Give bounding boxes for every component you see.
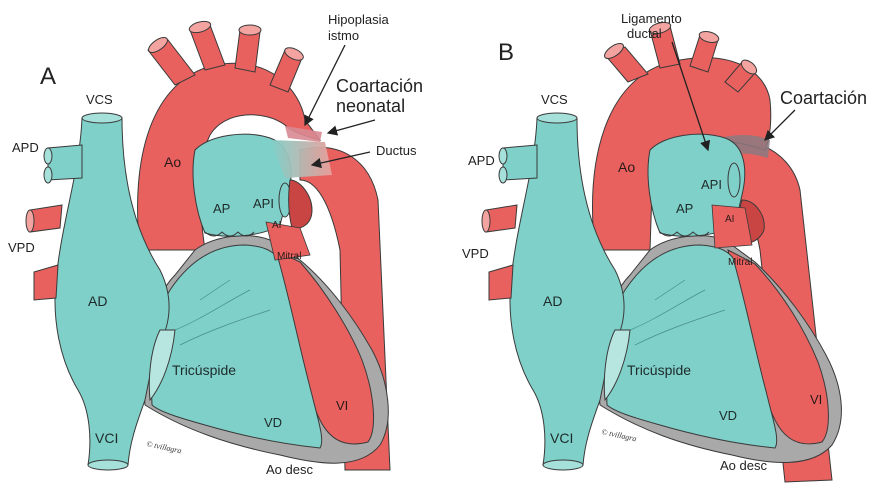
annotation-ductus: Ductus <box>376 143 417 158</box>
label-ai-a: AI <box>272 220 281 231</box>
left-subclavian-a <box>235 30 260 72</box>
panel-letter-a: A <box>40 63 56 90</box>
label-ad-b: AD <box>543 293 562 309</box>
ai-region-b <box>712 205 752 248</box>
panel-b: B VCS APD VPD AD VCI Ao API AP AI Mitral… <box>462 11 867 482</box>
label-ao-a: Ao <box>164 154 181 170</box>
annotation-ligamento-line1: Ligamento <box>621 11 682 26</box>
label-tricuspide-a: Tricúspide <box>172 362 236 378</box>
annotation-hipoplasia-line1: Hipoplasia <box>328 12 389 27</box>
label-apd-b: APD <box>468 153 495 168</box>
label-ao-desc-b: Ao desc <box>720 458 767 473</box>
label-vd-b: VD <box>719 408 737 423</box>
label-vcs-b: VCS <box>541 92 568 107</box>
signature-b: © tvillagra <box>601 427 638 443</box>
label-vci-b: VCI <box>550 430 573 446</box>
label-vcs-a: VCS <box>86 92 113 107</box>
label-vpd-a: VPD <box>8 240 35 255</box>
label-mitral-b: Mitral <box>728 257 752 268</box>
vpd-branch-low-a <box>34 265 58 300</box>
arrow-coartacion-a <box>328 120 375 133</box>
label-vd-a: VD <box>264 415 282 430</box>
label-mitral-a: Mitral <box>277 251 301 262</box>
label-api-b: API <box>701 177 722 192</box>
annotation-coartacion-b: Coartación <box>780 88 867 108</box>
label-apd-a: APD <box>12 140 39 155</box>
api-vessel-b <box>728 163 740 197</box>
svc-opening-b <box>537 113 577 123</box>
vpd-branch-a <box>30 205 62 232</box>
label-ap-a: AP <box>213 201 230 216</box>
signature-a: © tvillagra <box>146 439 183 455</box>
label-tricuspide-b: Tricúspide <box>627 362 691 378</box>
label-vci-a: VCI <box>95 430 118 446</box>
label-vpd-b: VPD <box>462 246 489 261</box>
label-ao-b: Ao <box>618 159 635 175</box>
vpd-branch-b <box>486 205 517 232</box>
left-atrium-a <box>289 180 312 228</box>
vpd-branch-low-b <box>489 265 513 300</box>
panel-letter-b: B <box>498 39 514 66</box>
label-api-a: API <box>253 196 274 211</box>
label-vi-b: VI <box>810 392 822 407</box>
label-ao-desc-a: Ao desc <box>266 462 313 477</box>
label-vi-a: VI <box>336 398 348 413</box>
annotation-hipoplasia-line2: istmo <box>328 28 359 43</box>
annotation-coartacion-line1: Coartación <box>336 76 423 96</box>
annotation-ligamento-line2: ductal <box>627 26 662 41</box>
annotation-coartacion-line2: neonatal <box>336 96 405 116</box>
apd-branch-a <box>48 145 82 180</box>
panel-a: A VCS APD VPD AD VCI Ao AP API AI Mitral… <box>8 12 423 477</box>
ivc-opening-a <box>88 460 128 470</box>
label-ap-b: AP <box>676 201 693 216</box>
apd-branch-b <box>503 145 537 180</box>
label-ad-a: AD <box>88 293 107 309</box>
svc-opening-a <box>82 113 122 123</box>
ivc-opening-b <box>543 460 583 470</box>
label-ai-b: AI <box>725 214 734 225</box>
